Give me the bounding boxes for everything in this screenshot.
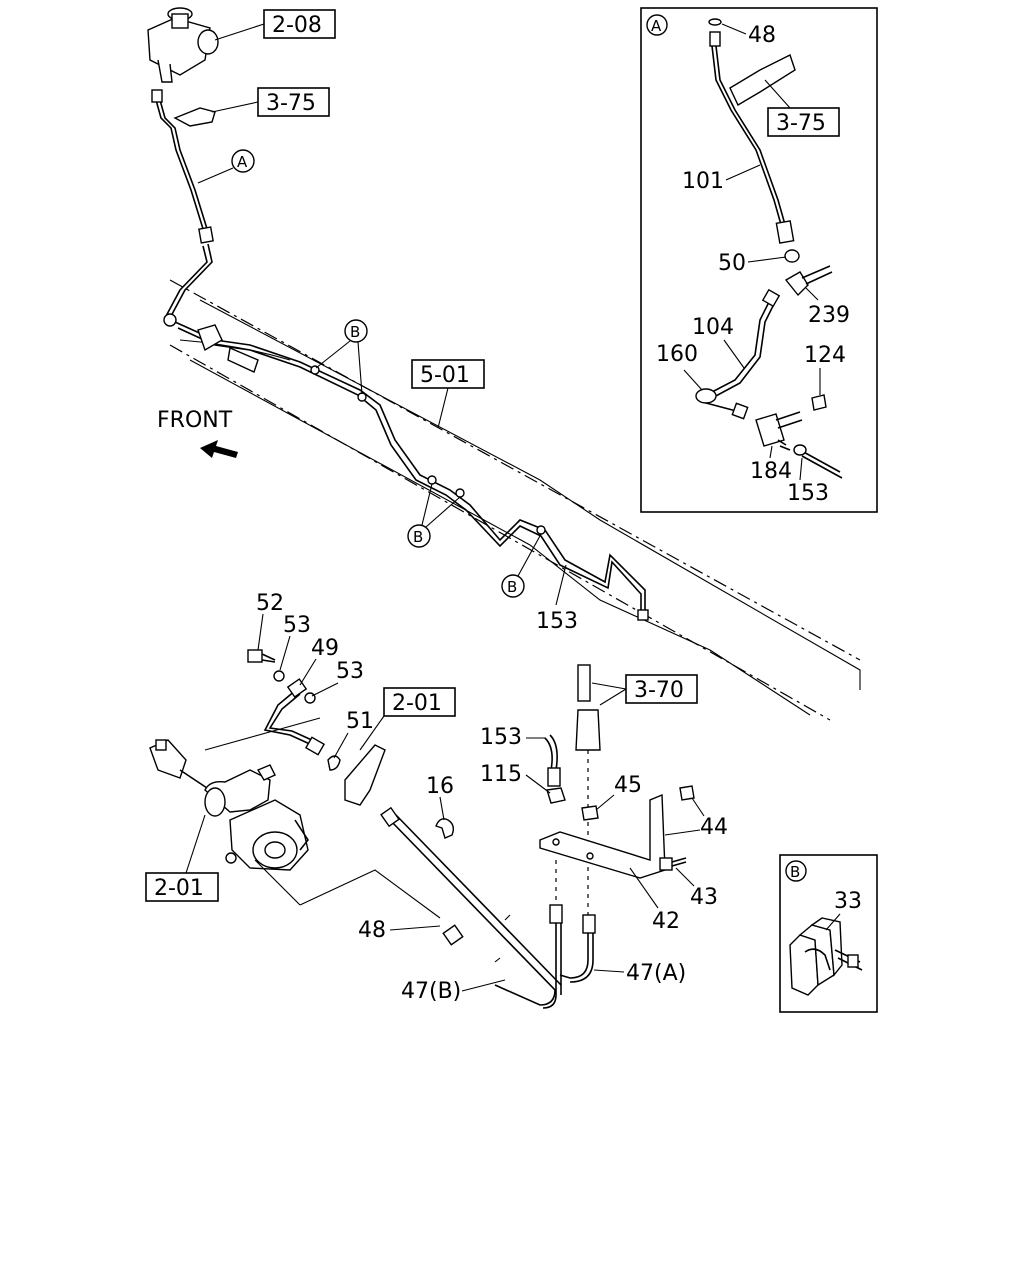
part-42[interactable]: 42 xyxy=(652,909,680,934)
inset-b-title[interactable]: B xyxy=(785,860,807,882)
ref-box-2-08[interactable]: 2-08 xyxy=(214,9,336,41)
inset-a-part-153[interactable]: 153 xyxy=(787,481,829,506)
leader-lines-dashed xyxy=(204,670,589,919)
inset-a-part-239[interactable]: 239 xyxy=(808,303,850,328)
callout-a-main[interactable]: A xyxy=(197,149,255,184)
inset-b-part-33[interactable]: 33 xyxy=(834,889,862,914)
part-53a[interactable]: 53 xyxy=(283,613,311,638)
svg-text:A: A xyxy=(651,17,662,35)
front-arrow-icon xyxy=(200,440,238,458)
ref-box-3-75[interactable]: 3-75 xyxy=(211,87,330,117)
part-47b[interactable]: 47(B) xyxy=(401,979,461,1004)
ref-box-2-01-upper[interactable]: 2-01 xyxy=(359,687,456,751)
svg-text:3-75: 3-75 xyxy=(776,111,826,136)
bolt-43 xyxy=(659,857,687,871)
clutch-booster-assembly xyxy=(149,739,309,871)
part-43[interactable]: 43 xyxy=(690,885,718,910)
part-153[interactable]: 153 xyxy=(480,725,522,750)
part-115[interactable]: 115 xyxy=(480,762,522,787)
clutch-hose-upper xyxy=(151,89,216,327)
inset-a-title[interactable]: A xyxy=(646,14,668,36)
inset-a-part-48[interactable]: 48 xyxy=(748,23,776,48)
master-cylinder-reservoir xyxy=(147,7,219,83)
inset-a-part-104[interactable]: 104 xyxy=(692,315,734,340)
inset-b: B 33 xyxy=(779,854,878,1013)
nut-44 xyxy=(679,785,695,801)
callout-b-middle[interactable]: B xyxy=(407,483,461,548)
front-indicator: FRONT xyxy=(157,408,238,458)
nut-45 xyxy=(581,805,599,821)
part-45[interactable]: 45 xyxy=(614,773,642,798)
inset-a-part-124[interactable]: 124 xyxy=(804,343,846,368)
hose-153-fitting xyxy=(544,734,561,787)
svg-text:2-08: 2-08 xyxy=(272,13,322,38)
part-153-pipe[interactable]: 153 xyxy=(536,564,578,634)
bracket-42 xyxy=(539,793,701,879)
svg-text:5-01: 5-01 xyxy=(420,363,470,388)
part-16[interactable]: 16 xyxy=(426,774,454,799)
part-labels: 52 53 49 53 51 16 153 115 45 44 43 42 48… xyxy=(256,591,728,1004)
inset-a-part-184[interactable]: 184 xyxy=(750,459,792,484)
inset-a-part-160[interactable]: 160 xyxy=(656,342,698,367)
part-51[interactable]: 51 xyxy=(346,709,374,734)
part-53b[interactable]: 53 xyxy=(336,659,364,684)
ref-box-3-70[interactable]: 3-70 xyxy=(591,674,698,706)
callout-b-lower[interactable]: B xyxy=(501,533,542,598)
frame-rails xyxy=(169,279,861,721)
svg-text:B: B xyxy=(507,578,517,596)
part-44[interactable]: 44 xyxy=(700,815,728,840)
front-label: FRONT xyxy=(157,408,233,433)
clip-33 xyxy=(789,917,863,996)
inset-a-part-101[interactable]: 101 xyxy=(682,169,724,194)
part-49[interactable]: 49 xyxy=(311,636,339,661)
part-48[interactable]: 48 xyxy=(358,918,386,943)
callout-b-upper[interactable]: B xyxy=(315,319,368,395)
ref-box-2-01-lower[interactable]: 2-01 xyxy=(145,814,219,902)
svg-text:2-01: 2-01 xyxy=(154,876,204,901)
svg-text:2-01: 2-01 xyxy=(392,691,442,716)
bleeder-hose xyxy=(263,678,326,756)
clutch-pipe-153 xyxy=(174,321,649,621)
ref-box-5-01[interactable]: 5-01 xyxy=(411,359,485,429)
clip-16 xyxy=(435,818,455,839)
svg-text:B: B xyxy=(413,528,423,546)
svg-text:B: B xyxy=(790,863,800,881)
clutch-hose-47 xyxy=(380,806,596,1009)
nut-115 xyxy=(546,787,566,804)
part-47a[interactable]: 47(A) xyxy=(626,961,686,986)
svg-text:3-70: 3-70 xyxy=(634,678,684,703)
inset-ref-3-75[interactable]: 3-75 xyxy=(764,79,840,137)
hose-bracket xyxy=(344,744,386,806)
svg-text:A: A xyxy=(237,153,248,171)
inset-a: A 3-75 48 xyxy=(640,7,878,513)
fitting-3-70 xyxy=(575,664,601,751)
inset-a-part-50[interactable]: 50 xyxy=(718,251,746,276)
bolt-52 xyxy=(247,649,276,663)
washer-53a xyxy=(273,670,285,682)
svg-text:153: 153 xyxy=(536,609,578,634)
clip-51 xyxy=(327,755,341,771)
washer-53b xyxy=(304,692,316,704)
svg-text:B: B xyxy=(350,323,360,341)
part-52[interactable]: 52 xyxy=(256,591,284,616)
svg-text:3-75: 3-75 xyxy=(266,91,316,116)
